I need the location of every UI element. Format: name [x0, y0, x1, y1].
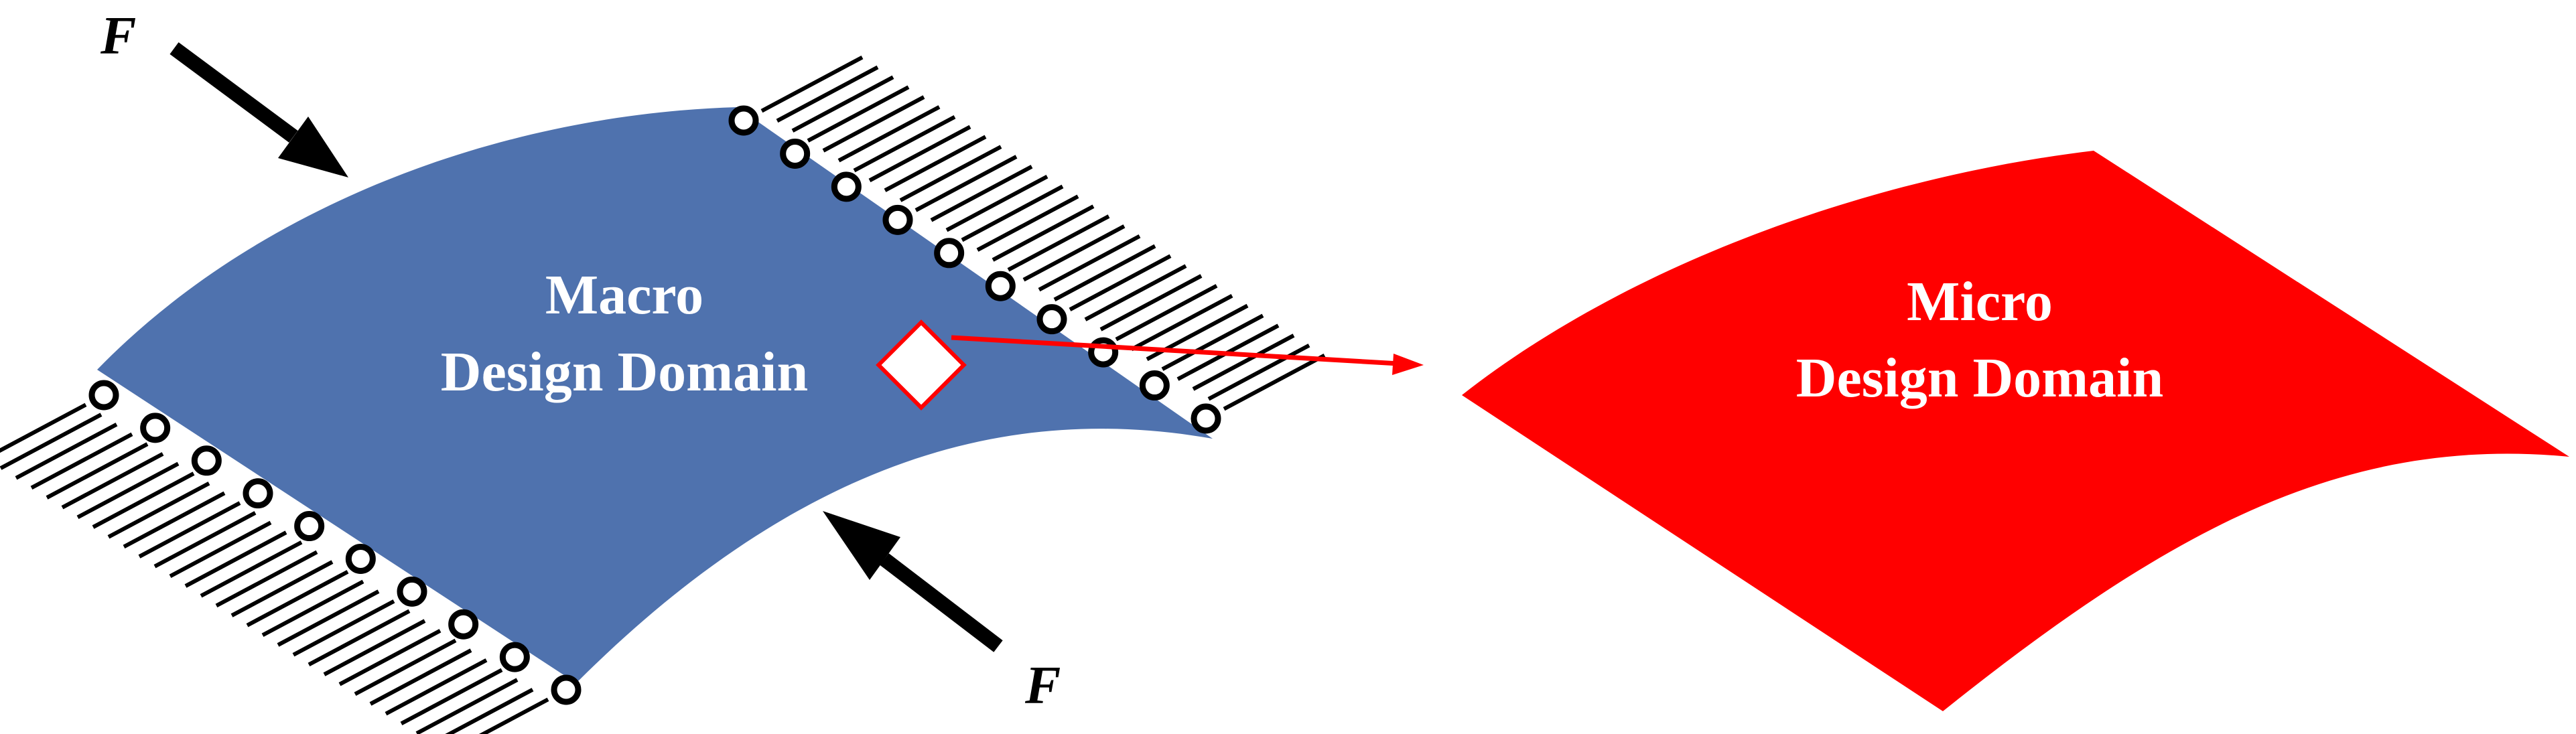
- support-hatch-line: [1007, 214, 1110, 272]
- support-hatch-line: [1130, 293, 1233, 352]
- support-roller: [882, 204, 913, 235]
- support-roller: [934, 238, 965, 269]
- support-hatch-line: [445, 688, 534, 734]
- force-arrow-bottom: [823, 511, 1003, 652]
- support-hatch-line: [0, 413, 103, 470]
- macro-design-domain: [97, 107, 1213, 683]
- support-hatch-line: [184, 530, 287, 588]
- force-arrow-top: [170, 42, 348, 177]
- support-roller: [1139, 370, 1170, 401]
- support-hatch-line: [1022, 224, 1126, 282]
- support-hatch-line: [914, 155, 1018, 212]
- support-hatch-line: [369, 648, 472, 706]
- support-hatch-line: [92, 471, 195, 529]
- support-hatch-line: [976, 194, 1079, 252]
- support-hatch-line: [76, 461, 180, 520]
- support-roller: [294, 511, 325, 542]
- support-hatch-line: [308, 609, 411, 667]
- support-hatch-line: [961, 184, 1064, 242]
- support-hatch-line: [215, 550, 318, 608]
- support-hatch-line: [138, 501, 241, 559]
- support-roller: [397, 576, 427, 607]
- support-hatch-line: [776, 65, 879, 123]
- support-hatch-line: [1207, 344, 1310, 401]
- support-hatch-line: [1038, 234, 1141, 292]
- support-hatch-line: [1161, 313, 1264, 371]
- support-hatch-line: [230, 560, 334, 617]
- support-hatch-line: [61, 452, 164, 510]
- support-hatch-line: [884, 135, 987, 192]
- support-hatch-line: [46, 442, 149, 500]
- support-roller: [448, 609, 479, 640]
- support-hatch-line: [1053, 244, 1156, 302]
- support-hatch-line: [1069, 254, 1172, 311]
- support-hatch-line: [30, 432, 133, 490]
- support-hatch-line: [1084, 264, 1187, 321]
- force-label-top: F: [100, 7, 136, 66]
- support-hatch-line: [791, 75, 894, 133]
- support-hatch-line: [1115, 284, 1218, 342]
- support-hatch-line: [246, 570, 349, 628]
- support-hatch-line: [292, 599, 395, 657]
- support-hatch-line: [760, 55, 864, 113]
- support-roller: [345, 543, 376, 574]
- support-hatch-line: [1192, 334, 1295, 391]
- support-hatch-line: [853, 115, 956, 173]
- support-hatch-line: [899, 145, 1002, 202]
- support-hatch-line: [807, 85, 910, 143]
- support-hatch-line: [15, 423, 118, 480]
- support-hatch-line: [338, 629, 442, 686]
- support-hatch-line: [415, 678, 519, 734]
- support-hatch-line: [169, 520, 272, 579]
- macro-title-line1: Macro: [545, 264, 703, 326]
- roller-support-lower-left: [0, 380, 582, 734]
- support-hatch-line: [992, 204, 1095, 262]
- support-hatch-line: [385, 658, 488, 716]
- support-roller: [780, 138, 811, 169]
- support-roller: [191, 445, 222, 476]
- support-hatch-line: [200, 540, 303, 598]
- support-hatch-line: [123, 491, 226, 549]
- support-hatch-line: [837, 105, 941, 163]
- support-hatch-line: [930, 165, 1033, 222]
- support-hatch-line: [153, 511, 257, 569]
- support-roller: [88, 380, 119, 411]
- support-hatch-line: [261, 579, 364, 638]
- support-roller: [1036, 304, 1067, 335]
- support-roller: [1191, 403, 1221, 434]
- micro-title-line2: Design Domain: [1796, 347, 2163, 409]
- support-hatch-line: [0, 402, 87, 453]
- support-roller: [985, 271, 1016, 301]
- support-roller: [499, 642, 530, 672]
- support-roller: [140, 413, 171, 443]
- support-hatch-line: [945, 174, 1048, 232]
- support-hatch-line: [400, 668, 503, 726]
- force-label-bottom: F: [1024, 656, 1061, 715]
- support-hatch-line: [868, 125, 971, 183]
- support-hatch-line: [1223, 353, 1326, 411]
- support-hatch-line: [822, 95, 925, 153]
- support-roller: [728, 105, 759, 136]
- support-roller: [551, 674, 582, 705]
- support-hatch-line: [1099, 274, 1203, 332]
- support-hatch-line: [277, 589, 380, 647]
- support-roller: [243, 478, 273, 509]
- support-hatch-line: [107, 482, 210, 539]
- connector-arrow: [951, 335, 1424, 375]
- support-hatch-line: [323, 619, 426, 676]
- support-hatch-line: [478, 697, 549, 734]
- support-roller: [831, 171, 862, 202]
- roller-support-upper-right: [728, 55, 1326, 434]
- micro-element-marker: [876, 319, 967, 411]
- support-hatch-line: [354, 638, 457, 696]
- micro-title-line1: Micro: [1907, 271, 2053, 333]
- macro-title-line2: Design Domain: [441, 341, 808, 403]
- micro-design-domain: [1462, 151, 2569, 711]
